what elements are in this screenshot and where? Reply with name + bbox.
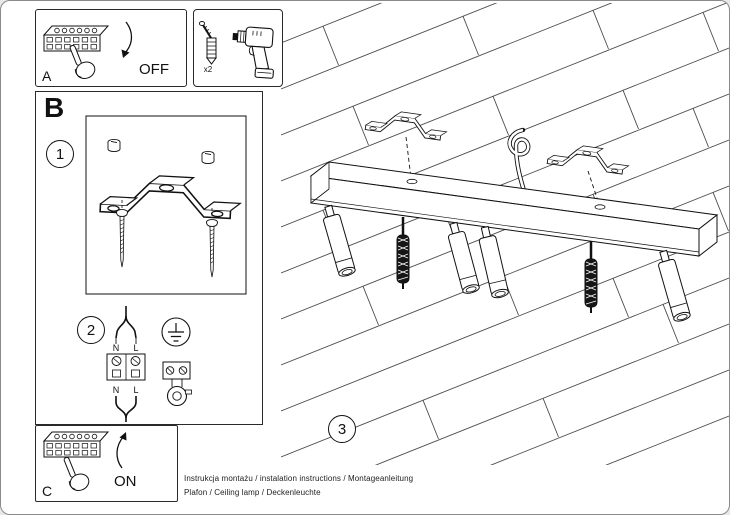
off-arrow-icon bbox=[121, 21, 133, 58]
spotlight-3-icon bbox=[475, 224, 510, 300]
panel-b-label: B bbox=[44, 92, 65, 123]
mounting-bracket-right-icon bbox=[546, 140, 631, 176]
label-neutral-bottom: N bbox=[113, 385, 120, 395]
hand-icon bbox=[69, 44, 96, 79]
standoff-left-icon bbox=[107, 138, 121, 153]
rail-hole-right bbox=[594, 204, 606, 210]
step-1-number: 1 bbox=[55, 145, 65, 163]
drill-icon bbox=[232, 26, 274, 79]
spotlight-4-icon bbox=[654, 248, 692, 324]
terminal-strip-icon bbox=[42, 431, 110, 458]
step2-wiring-diagram: N L N L bbox=[106, 306, 192, 422]
footer-line-2: Plafon / Ceiling lamp / Deckenleuchte bbox=[184, 487, 321, 497]
step-circle-2: 2 bbox=[77, 316, 105, 344]
earth-symbol-icon bbox=[161, 317, 191, 347]
on-arrow-icon bbox=[116, 432, 127, 469]
main-illustration bbox=[281, 3, 729, 465]
step-2-number: 2 bbox=[86, 321, 96, 339]
footer-text: Instrukcja montażu / instalation instruc… bbox=[184, 472, 413, 499]
plug-count: x2 bbox=[204, 65, 213, 74]
terminal-block-icon bbox=[106, 353, 146, 381]
mounting-bracket-left-icon bbox=[364, 106, 449, 142]
power-state-on: ON bbox=[114, 473, 137, 490]
rail-hole-left bbox=[406, 178, 418, 185]
wall-plug-icon bbox=[198, 21, 217, 65]
panel-c-label: C bbox=[42, 483, 53, 499]
mounting-rail bbox=[309, 161, 719, 258]
step-circle-3: 3 bbox=[328, 415, 356, 443]
standoff-right-icon bbox=[201, 150, 215, 165]
terminal-strip-icon bbox=[42, 25, 110, 52]
power-state-off: OFF bbox=[139, 61, 169, 78]
panel-tools: x2 bbox=[193, 9, 283, 87]
spotlight-2-icon bbox=[444, 220, 481, 296]
power-cable-icon bbox=[507, 127, 531, 197]
step1-diagram bbox=[85, 115, 247, 295]
footer-line-1: Instrukcja montażu / instalation instruc… bbox=[184, 474, 414, 483]
adjustment-screw-left-icon bbox=[395, 215, 411, 291]
wire-fork-top-icon bbox=[115, 306, 137, 344]
panel-a: OFF A bbox=[35, 9, 187, 87]
label-live-top: L bbox=[133, 343, 138, 353]
panel-c: ON C bbox=[35, 425, 178, 502]
label-neutral-top: N bbox=[113, 343, 120, 353]
panel-a-label: A bbox=[42, 68, 52, 84]
hand-icon bbox=[63, 456, 90, 491]
spotlight-1-icon bbox=[319, 203, 357, 279]
label-live-bottom: L bbox=[133, 385, 138, 395]
step-circle-1: 1 bbox=[46, 140, 74, 168]
adjustment-screw-right-icon bbox=[583, 239, 599, 315]
cable-clamp-icon bbox=[162, 361, 192, 407]
step-3-number: 3 bbox=[337, 420, 347, 438]
panel-b: N L N L bbox=[35, 91, 263, 425]
wire-fork-bottom-icon bbox=[115, 396, 137, 422]
